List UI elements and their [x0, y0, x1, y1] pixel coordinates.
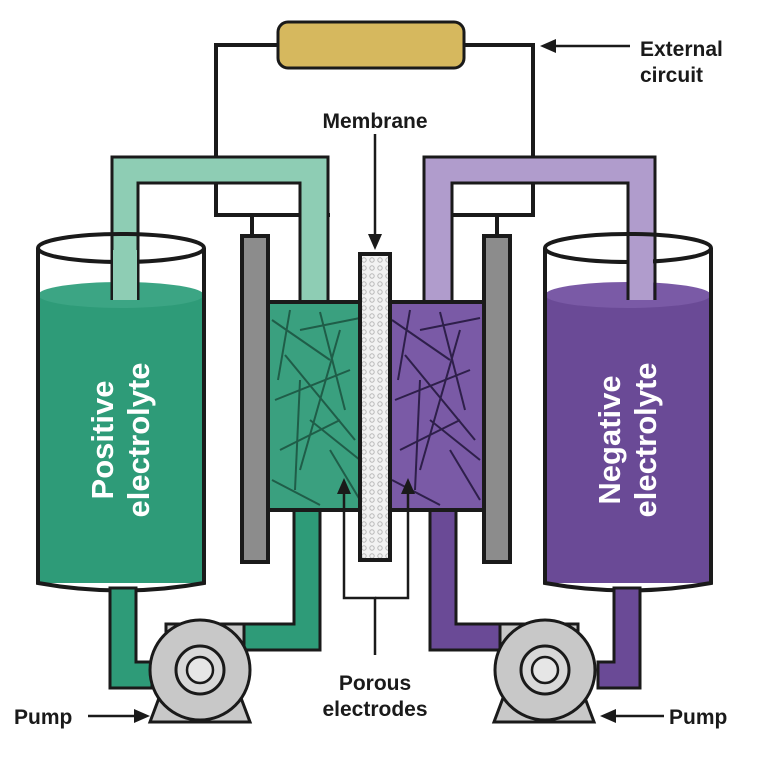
positive-current-collector [240, 234, 270, 564]
positive-tank-label: Positive electrolyte [85, 362, 156, 517]
positive-porous-electrode [266, 300, 366, 512]
circuit-wire-left [214, 43, 330, 217]
negative-label-line1: Negative [592, 375, 627, 504]
cell-body [240, 234, 512, 564]
membrane-label: Membrane [322, 110, 427, 133]
positive-label-line2: electrolyte [121, 362, 156, 517]
negative-porous-electrode [386, 300, 486, 512]
external-circuit-label-line2: circuit [640, 64, 703, 87]
negative-fibers [391, 309, 481, 506]
negative-top-pipe [422, 155, 657, 304]
porous-arrow-right [375, 490, 410, 600]
positive-top-pipe [110, 155, 330, 304]
porous-arrow-left [342, 490, 377, 655]
resistor-load [276, 20, 466, 70]
external-circuit-label-line1: External [640, 38, 723, 61]
pointer-arrows [88, 39, 664, 723]
positive-tank [36, 232, 206, 593]
pump-right [491, 618, 597, 724]
negative-tank-label: Negative electrolyte [592, 362, 663, 517]
porous-electrodes-label-line1: Porous [339, 672, 411, 695]
pump-left-label: Pump [14, 706, 72, 729]
porous-electrodes-label-line2: electrodes [322, 698, 427, 721]
positive-label-line1: Positive [85, 381, 120, 500]
positive-fibers [271, 309, 361, 506]
negative-electrolyte-fill [545, 295, 711, 583]
circuit-wire-right [424, 43, 535, 217]
negative-current-collector [482, 234, 512, 564]
pump-left [147, 618, 253, 724]
pump-right-label: Pump [669, 706, 727, 729]
external-circuit [214, 20, 535, 238]
membrane [358, 252, 392, 562]
negative-label-line2: electrolyte [628, 362, 663, 517]
positive-electrolyte-fill [38, 295, 204, 583]
negative-tank [543, 232, 713, 593]
